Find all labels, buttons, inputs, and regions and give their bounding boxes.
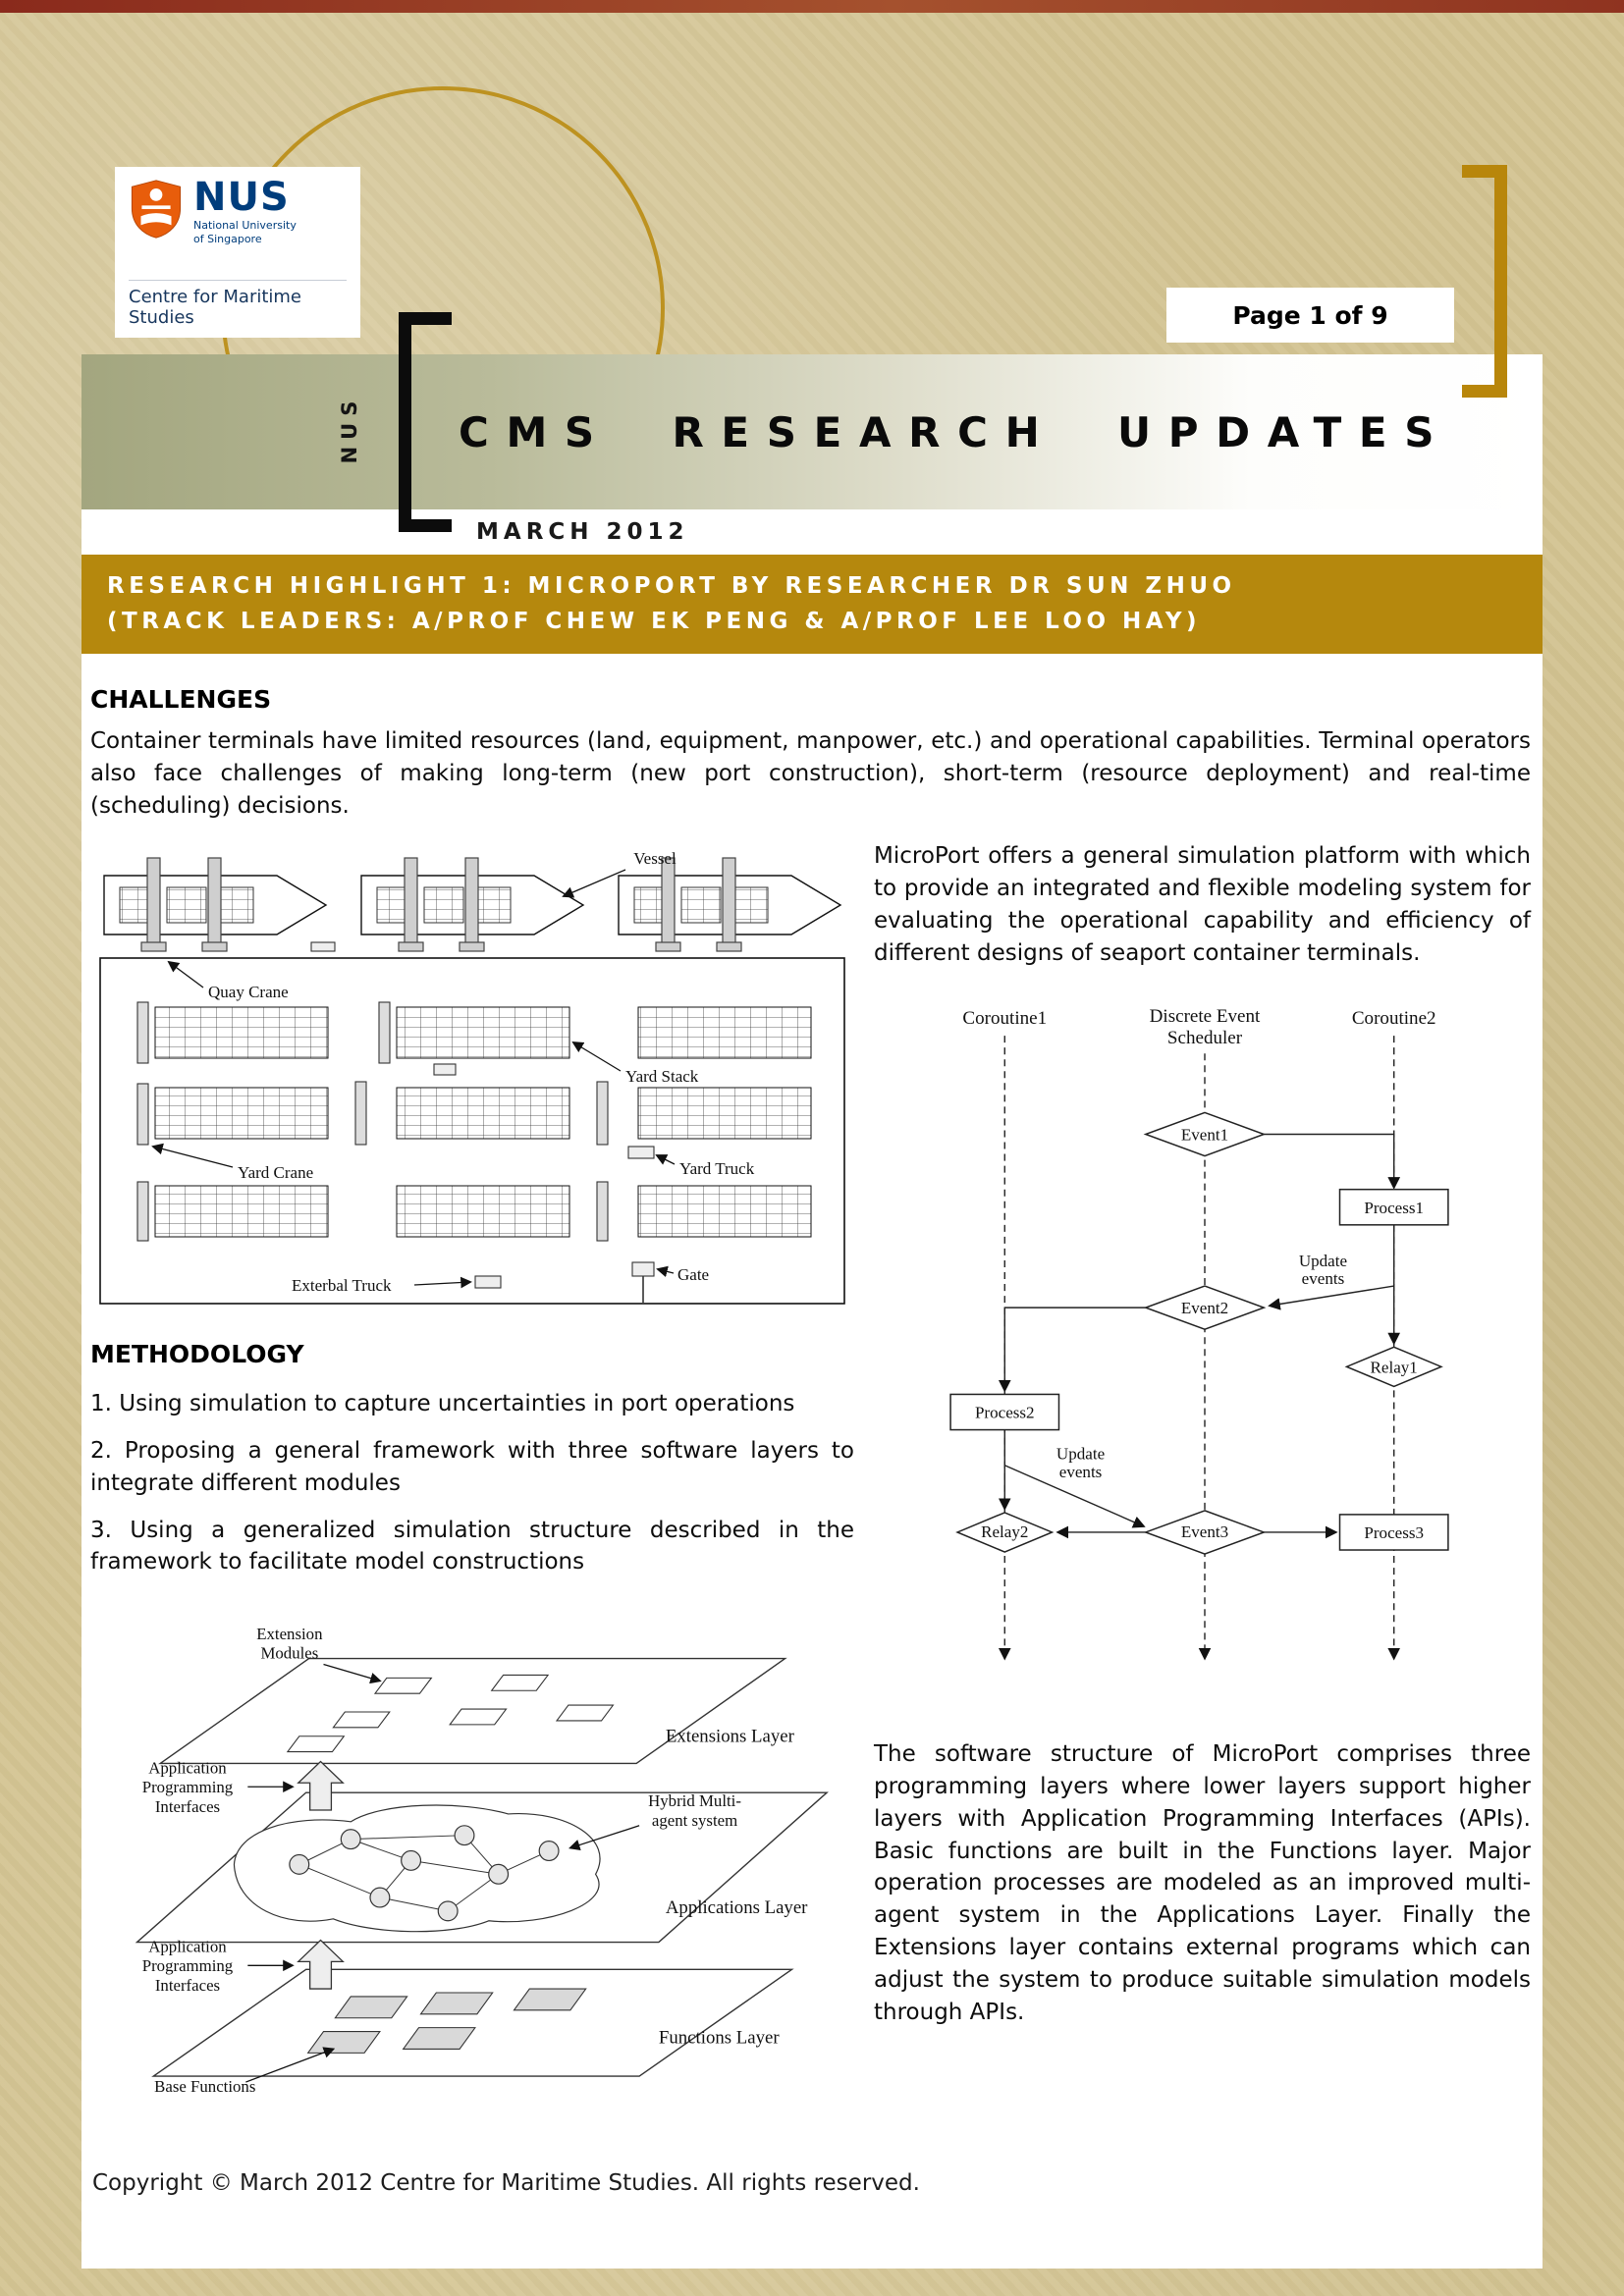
microport-intro-paragraph: MicroPort offers a general simulation pl… <box>874 842 1531 966</box>
port-terminal-diagram: Vessel Quay Crane Yard Stack Yard Crane … <box>99 849 845 1305</box>
update-events-label-2-line2: events <box>1059 1463 1103 1481</box>
university-name: National University of Singapore <box>193 219 297 246</box>
quay-crane-shapes <box>140 857 742 952</box>
masthead-side-label: NUS <box>338 394 361 464</box>
update-events-label-2-line1: Update <box>1056 1445 1105 1464</box>
methodology-item-1: 1. Using simulation to capture uncertain… <box>90 1390 795 1416</box>
relay1-label: Relay1 <box>1371 1359 1418 1377</box>
coroutine-figure: Coroutine1 Discrete Event Scheduler Coro… <box>874 1002 1531 1697</box>
hybrid-label-line2: agent system <box>652 1811 737 1830</box>
yard-boundary <box>99 957 845 1305</box>
yard-crane-label: Yard Crane <box>238 1163 313 1182</box>
extension-modules-label-line2: Modules <box>260 1644 318 1663</box>
gate-shape <box>631 1261 655 1303</box>
event1-label: Event1 <box>1181 1126 1228 1145</box>
yard-stack-label: Yard Stack <box>625 1067 699 1086</box>
black-bracket-decoration <box>399 312 452 532</box>
api-label-2-line1: Application <box>148 1938 227 1956</box>
discrete-event-scheduler-diagram: Coroutine1 Discrete Event Scheduler Coro… <box>949 1006 1449 1661</box>
software-layers-figure: Extension Modules Extensions Layer Appli… <box>90 1620 854 2096</box>
research-highlight-banner: RESEARCH HIGHLIGHT 1: MICROPORT BY RESEA… <box>81 555 1543 655</box>
nus-acronym: NUS <box>193 175 290 220</box>
process1-label: Process1 <box>1364 1199 1424 1217</box>
extension-modules-label-line1: Extension <box>256 1625 323 1643</box>
university-name-line2: of Singapore <box>193 232 262 245</box>
base-function-shapes <box>306 1988 587 2055</box>
event-diamonds <box>955 1112 1443 1556</box>
newsletter-title: CMS RESEARCH UPDATES <box>459 407 1452 456</box>
scheduler-header-line2: Scheduler <box>1167 1029 1243 1049</box>
process3-label: Process3 <box>1364 1523 1424 1542</box>
software-layers-diagram: Extension Modules Extensions Layer Appli… <box>135 1625 829 2096</box>
api-label-1-line2: Programming <box>142 1778 234 1796</box>
banner-line-2: (TRACK LEADERS: A/PROF CHEW EK PENG & A/… <box>107 608 1202 634</box>
challenges-heading: CHALLENGES <box>90 685 272 715</box>
process-boxes <box>949 1189 1449 1552</box>
nus-logo-row: NUS National University of Singapore <box>129 175 347 246</box>
content-sheet: NUS CMS RESEARCH UPDATES MARCH 2012 RESE… <box>81 312 1543 2269</box>
main-content: CHALLENGES Container terminals have limi… <box>81 654 1543 2196</box>
agent-nodes <box>289 1825 560 1922</box>
hybrid-label-line1: Hybrid Multi- <box>648 1791 741 1810</box>
methodology-item-2: 2. Proposing a general framework with th… <box>90 1437 854 1496</box>
challenges-paragraph: Container terminals have limited resourc… <box>90 728 1531 820</box>
relay2-label: Relay2 <box>981 1522 1028 1541</box>
update-events-label-1-line2: events <box>1302 1269 1345 1288</box>
update-events-label-1-line1: Update <box>1299 1252 1347 1270</box>
copyright-footer: Copyright © March 2012 Centre for Mariti… <box>92 2170 920 2197</box>
page-number-badge: Page 1 of 9 <box>1166 288 1454 343</box>
extensions-layer-label: Extensions Layer <box>666 1727 795 1747</box>
api-label-2-line2: Programming <box>142 1957 234 1976</box>
yard-stack-grids <box>154 1006 812 1238</box>
yard-truck-label: Yard Truck <box>679 1159 755 1178</box>
applications-layer-label: Applications Layer <box>666 1897 808 1918</box>
functions-layer-label: Functions Layer <box>659 2028 780 2049</box>
gold-bracket-decoration <box>1462 165 1507 398</box>
api-label-1-line3: Interfaces <box>155 1797 220 1816</box>
port-diagram-arrows <box>151 869 676 1289</box>
base-functions-label: Base Functions <box>154 2077 255 2096</box>
layers-annotation-arrows <box>245 1664 640 2083</box>
scheduler-header-line1: Discrete Event <box>1150 1006 1261 1027</box>
coroutine1-header: Coroutine1 <box>962 1008 1047 1029</box>
event3-label: Event3 <box>1181 1522 1228 1541</box>
coroutine2-header: Coroutine2 <box>1352 1008 1436 1029</box>
masthead-band: NUS CMS RESEARCH UPDATES <box>81 312 1543 532</box>
external-truck-label: Exterbal Truck <box>292 1276 392 1295</box>
methodology-heading: METHODOLOGY <box>90 1339 304 1368</box>
api-block-arrows <box>297 1760 345 1990</box>
extension-module-shapes <box>286 1675 615 1753</box>
port-terminal-figure: Vessel Quay Crane Yard Stack Yard Crane … <box>90 840 854 1312</box>
vessel-label: Vessel <box>633 849 677 868</box>
nus-logo-box: NUS National University of Singapore Cen… <box>115 167 360 338</box>
api-label-1-line1: Application <box>148 1759 227 1778</box>
event2-label: Event2 <box>1181 1300 1228 1318</box>
top-edge-strip <box>0 0 1624 13</box>
nus-wordmark-block: NUS National University of Singapore <box>193 175 297 246</box>
api-label-2-line3: Interfaces <box>155 1976 220 1995</box>
right-column: MicroPort offers a general simulation pl… <box>874 840 1531 2096</box>
nus-crest-icon <box>131 180 182 239</box>
quay-crane-label: Quay Crane <box>208 983 289 1001</box>
university-name-line1: National University <box>193 219 297 232</box>
department-name: Centre for Maritime Studies <box>129 280 347 328</box>
process2-label: Process2 <box>975 1404 1035 1422</box>
software-structure-paragraph: The software structure of MicroPort comp… <box>874 1740 1531 2025</box>
flow-arrows <box>998 1134 1401 1539</box>
banner-line-1: RESEARCH HIGHLIGHT 1: MICROPORT BY RESEA… <box>107 573 1236 599</box>
truck-shapes <box>310 941 655 1289</box>
yard-crane-shapes <box>136 1001 609 1242</box>
two-column-area: Vessel Quay Crane Yard Stack Yard Crane … <box>90 840 1531 2096</box>
left-column: Vessel Quay Crane Yard Stack Yard Crane … <box>90 840 854 2096</box>
issue-date: MARCH 2012 <box>81 509 1543 555</box>
methodology-item-3: 3. Using a generalized simulation struct… <box>90 1517 854 1575</box>
gate-label: Gate <box>677 1265 709 1284</box>
